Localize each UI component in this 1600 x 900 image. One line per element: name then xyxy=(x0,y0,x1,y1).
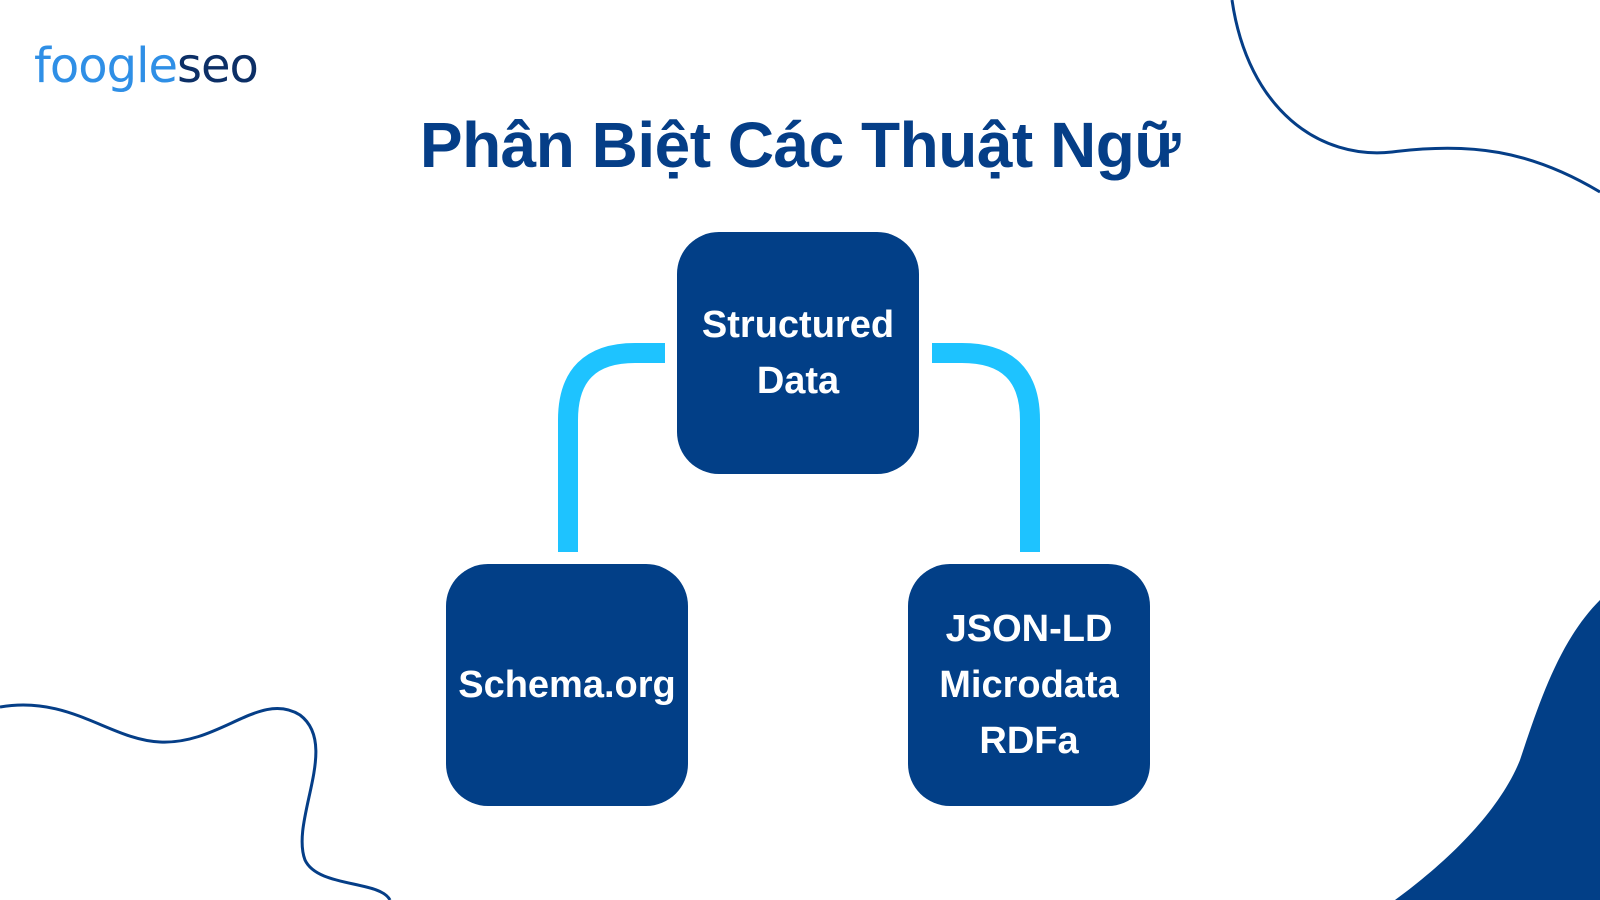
logo-text-seo: seo xyxy=(176,38,259,94)
node-label-line: Structured xyxy=(701,304,895,346)
top-right-wave xyxy=(1230,0,1600,194)
node-label-line: RDFa xyxy=(979,720,1079,762)
page-title: Phân Biệt Các Thuật Ngữ xyxy=(419,109,1181,181)
node-formats: JSON-LD Microdata RDFa xyxy=(908,564,1150,806)
node-schema-org: Schema.org xyxy=(446,564,688,806)
node-structured-data: Structured Data xyxy=(677,232,919,474)
node-label-line: Schema.org xyxy=(458,664,676,706)
connector-left xyxy=(558,343,665,552)
node-label-line: Data xyxy=(756,360,840,402)
node-label-line: JSON-LD xyxy=(945,608,1113,650)
node-label-line: Microdata xyxy=(939,664,1119,706)
bottom-right-blob xyxy=(1395,600,1600,900)
bottom-left-wave xyxy=(0,703,392,900)
logo-text-foogle: foogle xyxy=(34,38,178,94)
brand-logo: foogle seo xyxy=(34,36,259,96)
connector-right xyxy=(932,343,1040,552)
